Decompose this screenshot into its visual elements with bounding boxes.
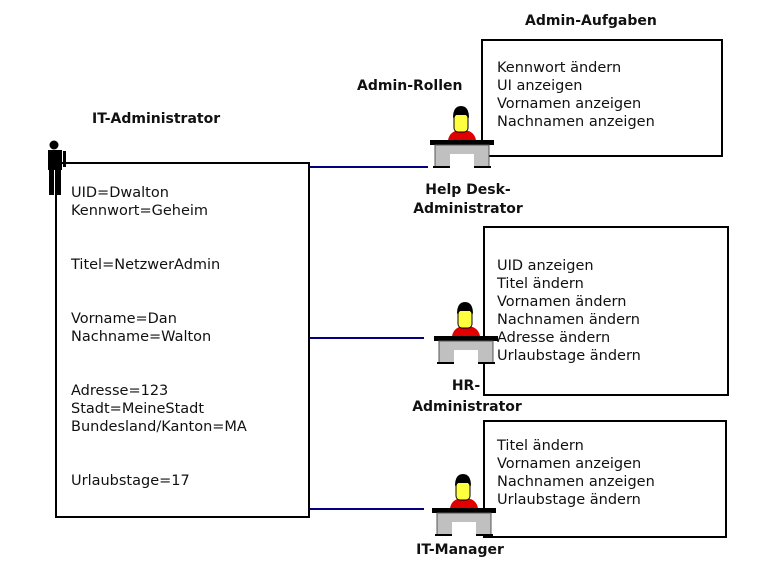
attr-state: Bundesland/Kanton=MA [71, 419, 247, 435]
attr-city: Stadt=MeineStadt [71, 401, 205, 417]
task-item: Vornamen anzeigen [497, 96, 642, 112]
task-item: Vornamen anzeigen [497, 456, 642, 472]
task-item: Nachnamen anzeigen [497, 114, 655, 130]
role-label-helpdesk-2: Administrator [413, 201, 523, 217]
connector-hr [308, 337, 424, 339]
attr-vacation: Urlaubstage=17 [71, 473, 190, 489]
task-item: UID anzeigen [497, 258, 594, 274]
attr-password: Kennwort=Geheim [71, 203, 209, 219]
attr-firstname: Vorname=Dan [71, 311, 177, 327]
attr-lastname: Nachname=Walton [71, 329, 212, 345]
task-item: Nachnamen ändern [497, 312, 640, 328]
admin-tasks-header: Admin-Aufgaben [525, 13, 657, 29]
admin-at-desk-icon [432, 474, 496, 536]
role-label-hr-2: Administrator [412, 399, 522, 415]
admin-at-desk-icon [434, 302, 498, 364]
task-item: Vornamen ändern [497, 294, 627, 310]
role-label-itmanager: IT-Manager [416, 542, 504, 558]
tasks-box-hr [483, 226, 729, 396]
person-icon [48, 140, 66, 195]
role-label-helpdesk-1: Help Desk- [425, 182, 511, 198]
task-item: Urlaubstage ändern [497, 348, 641, 364]
attr-title: Titel=NetzwerAdmin [71, 257, 221, 273]
task-item: Titel ändern [497, 276, 584, 292]
connector-itmanager [308, 508, 424, 510]
user-attributes-box [55, 162, 310, 518]
task-item: Kennwort ändern [497, 60, 622, 76]
admin-roles-header: Admin-Rollen [357, 78, 463, 94]
task-item: Urlaubstage ändern [497, 492, 641, 508]
attr-address: Adresse=123 [71, 383, 169, 399]
user-header: IT-Administrator [92, 111, 221, 127]
task-item: Nachnamen anzeigen [497, 474, 655, 490]
attr-uid: UID=Dwalton [71, 185, 169, 201]
admin-at-desk-icon [430, 106, 494, 168]
role-label-hr-1: HR- [451, 378, 481, 394]
tasks-box-itmanager [483, 420, 727, 538]
task-item: Titel ändern [497, 438, 584, 454]
connector-helpdesk [308, 166, 428, 168]
task-item: UI anzeigen [497, 78, 583, 94]
tasks-box-helpdesk [481, 39, 723, 157]
task-item: Adresse ändern [497, 330, 611, 346]
